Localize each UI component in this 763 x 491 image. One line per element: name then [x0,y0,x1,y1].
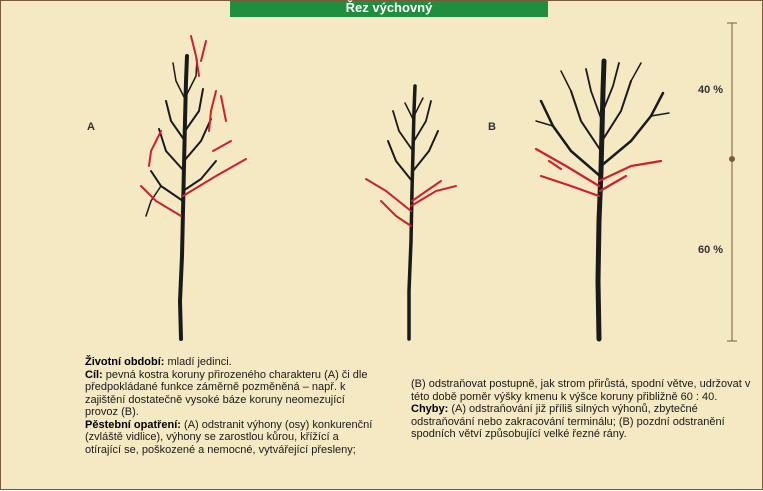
chyby-value: (A) odstraňování již příliš silných výho… [411,403,725,440]
paragraph-chyby: Chyby: (A) odstraňování již příliš silný… [411,403,756,441]
paragraph-opatreni: Pěstební opatření: (A) odstranit výhony … [85,419,375,457]
percent-bottom: 60 % [698,244,723,256]
tree-a-cuts [141,36,246,216]
tree-b-mature [536,61,669,339]
height-dimension [727,23,737,341]
tree-a [146,56,216,339]
label-a: A [87,121,95,133]
tree-b-young [388,86,438,339]
obdobi-value: mladí jedinci. [164,356,231,368]
paragraph-b: (B) odstraňovat postupně, jak strom přir… [411,378,756,403]
percent-top: 40 % [698,84,723,96]
paragraph-obdobi: Životní období: mladí jedinci. [85,356,375,369]
chyby-label: Chyby: [411,403,448,415]
paragraph-cil: Cíl: pevná kostra koruny přirozeného cha… [85,369,375,419]
cil-value: pevná kostra koruny přirozeného charakte… [85,369,367,419]
label-b: B [488,121,496,133]
text-column-left: Životní období: mladí jedinci. Cíl: pevn… [85,356,375,456]
cil-label: Cíl: [85,369,103,381]
obdobi-label: Životní období: [85,356,164,368]
opatreni-label: Pěstební opatření: [85,419,181,431]
text-column-right: (B) odstraňovat postupně, jak strom přir… [411,378,756,441]
